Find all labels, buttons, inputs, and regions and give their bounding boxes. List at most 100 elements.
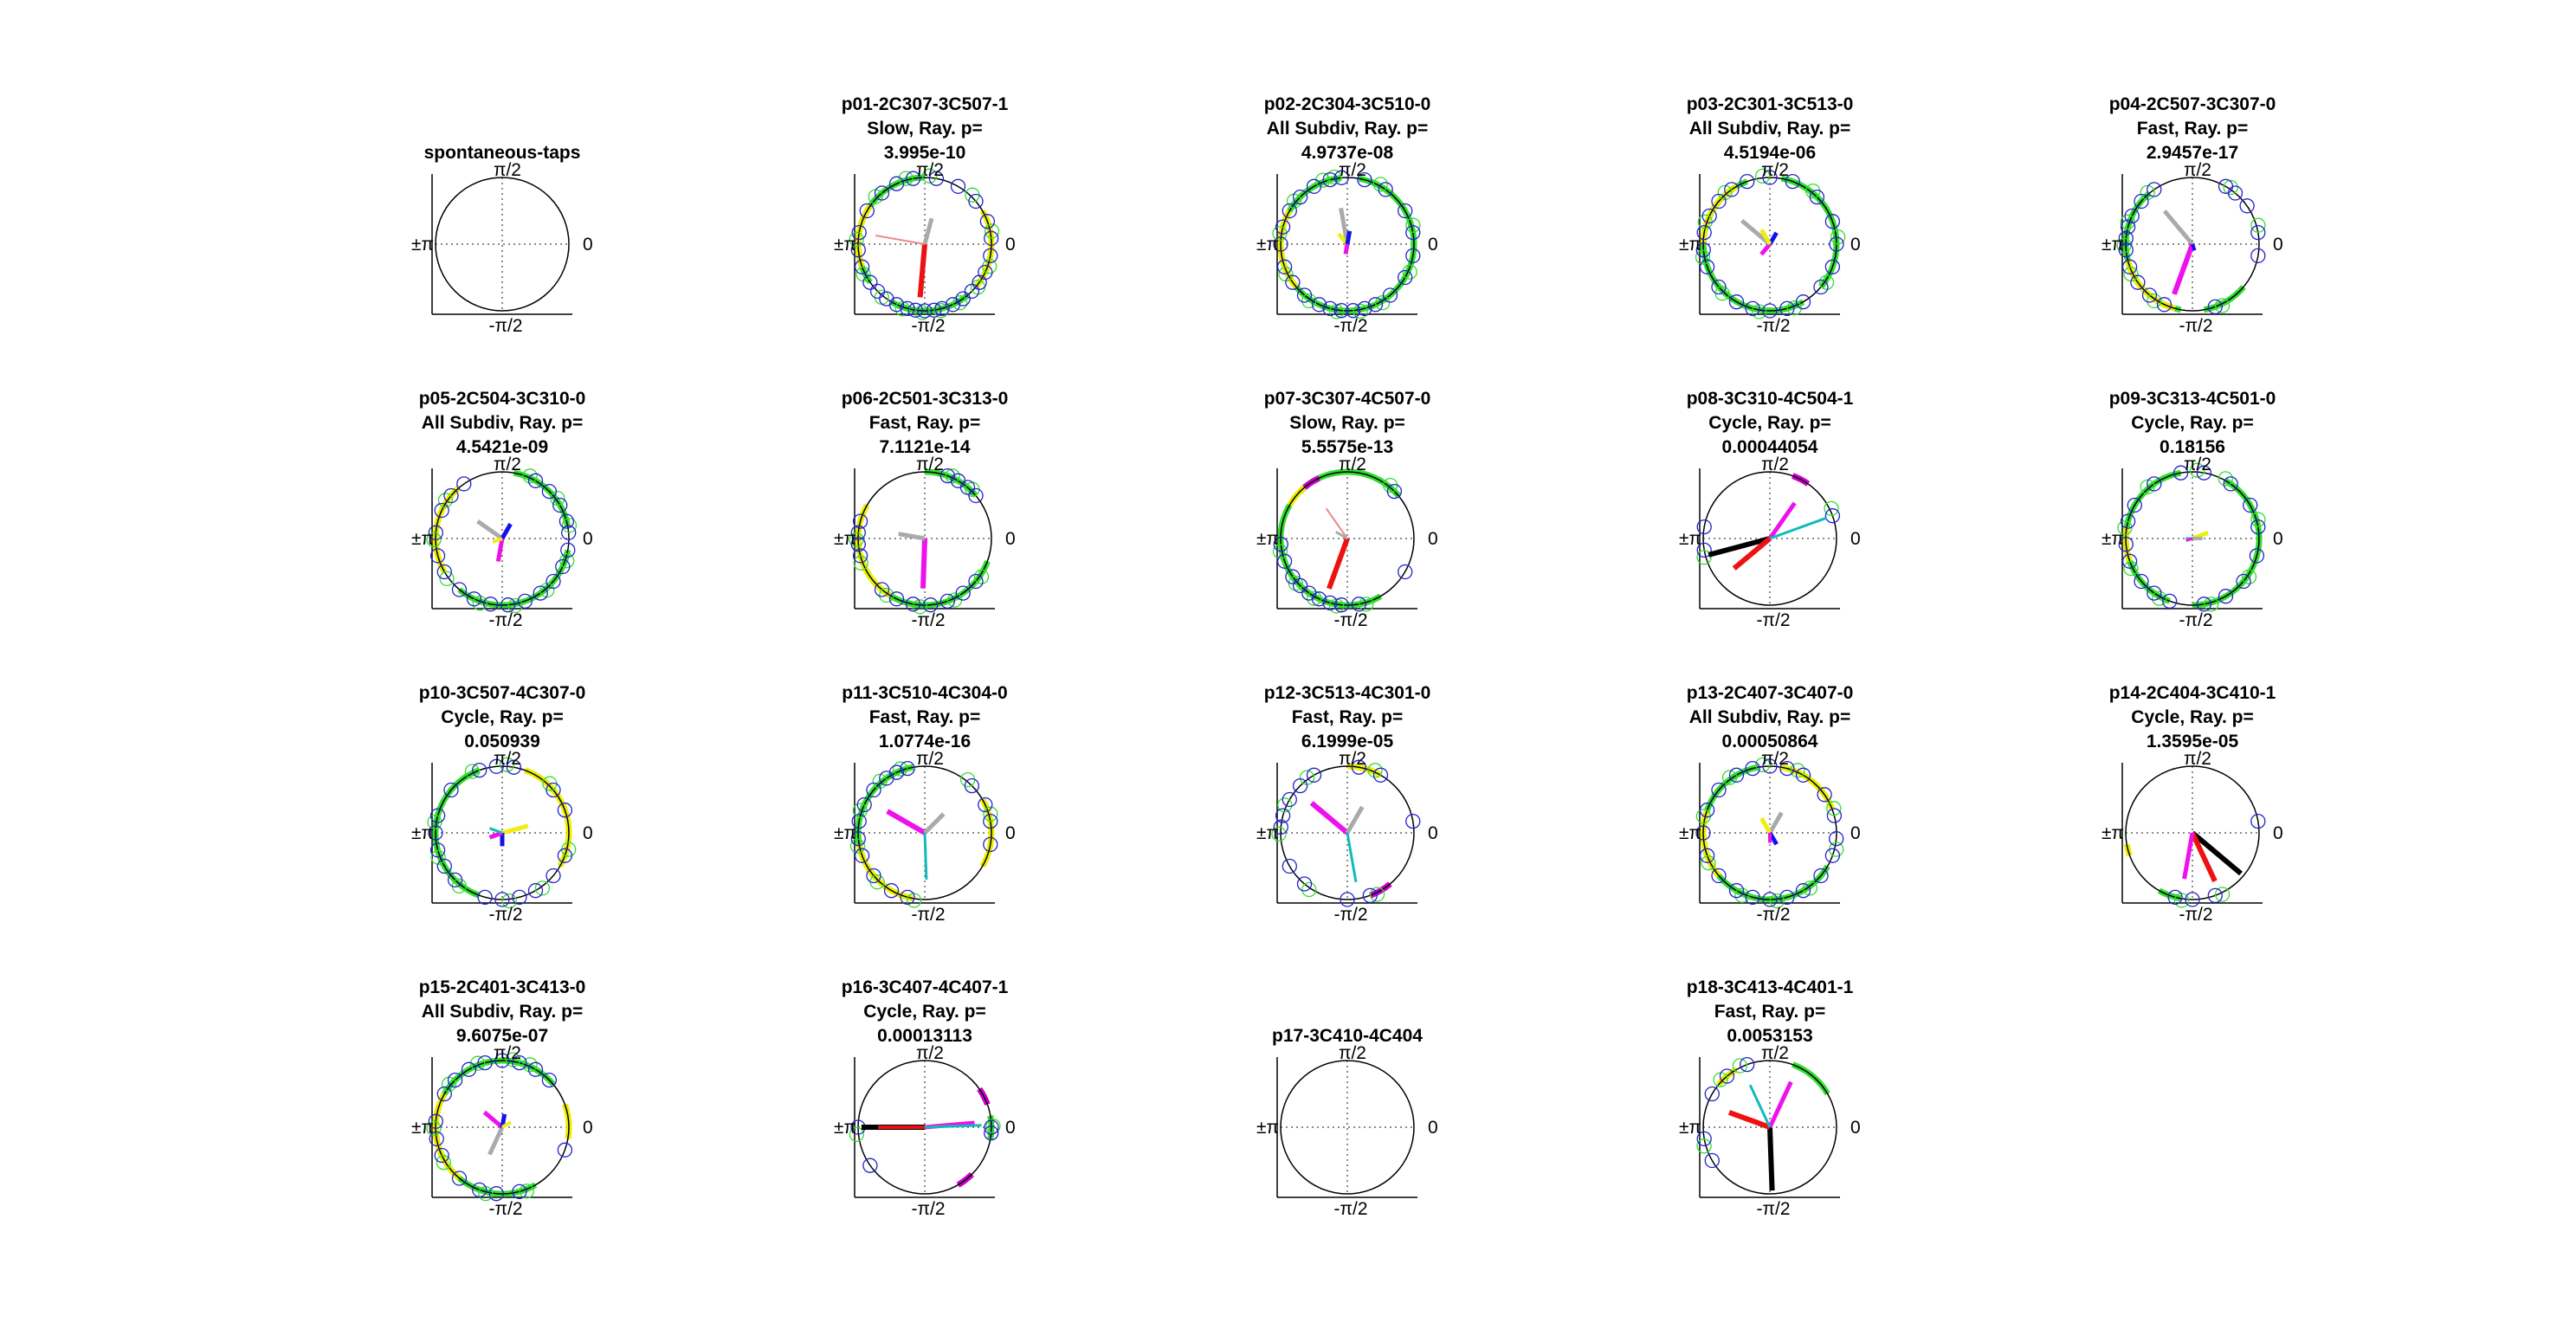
phase-marker (557, 803, 573, 818)
phase-marker (2236, 573, 2251, 590)
phase-marker-secondary (2117, 519, 2133, 536)
phase-marker (1711, 279, 1727, 295)
phase-marker (1357, 171, 1372, 188)
phase-marker (850, 831, 866, 847)
phase-marker (928, 171, 945, 186)
phase-marker (984, 1119, 999, 1135)
phase-marker-secondary (1328, 304, 1345, 319)
panel-title-line: p01-2C307-3C507-1 (842, 94, 1009, 114)
tick-label-bottom: -π/2 (2179, 905, 2213, 925)
tick-label-left: ±π (411, 823, 434, 843)
tick-label-top: π/2 (916, 1043, 944, 1063)
phase-marker (1795, 767, 1811, 783)
phase-marker-secondary (2241, 569, 2257, 584)
phase-marker (477, 1054, 493, 1071)
phase-marker (1285, 274, 1301, 290)
phase-marker (900, 760, 915, 777)
panel-title-line: p18-3C413-4C401-1 (1687, 977, 1854, 997)
panel-title-line: All Subdiv, Ray. p= (1689, 119, 1851, 139)
phase-marker (1386, 483, 1403, 500)
phase-marker (443, 782, 459, 798)
mean-vector (2191, 243, 2197, 251)
phase-marker (1824, 259, 1841, 274)
phase-marker (506, 759, 522, 775)
panel-title-line: All Subdiv, Ray. p= (422, 413, 584, 433)
phase-marker (1826, 808, 1843, 823)
unit-circle (435, 471, 570, 606)
phase-marker (1745, 889, 1760, 906)
tick-label-top: π/2 (1761, 160, 1789, 180)
tick-label-right: 0 (1428, 235, 1438, 255)
phase-marker (1795, 883, 1811, 899)
phase-marker-secondary (427, 814, 442, 830)
mean-vector (1767, 1126, 1775, 1191)
phase-arc (855, 174, 926, 285)
phase-marker (1292, 577, 1308, 594)
phase-marker (1817, 787, 1832, 803)
phase-marker (852, 513, 868, 529)
phase-marker (1372, 767, 1389, 783)
mean-vector (487, 1125, 505, 1156)
tick-label-right: 0 (1850, 1118, 1861, 1138)
tick-label-top: π/2 (2184, 455, 2211, 474)
phase-marker (939, 593, 955, 609)
phase-marker (527, 1061, 544, 1077)
phase-marker (850, 242, 866, 258)
phase-marker (1711, 867, 1727, 884)
phase-marker (2134, 193, 2149, 210)
phase-marker (2196, 465, 2212, 480)
phase-marker (979, 214, 996, 229)
phase-marker (1813, 867, 1829, 884)
phase-marker (1829, 831, 1844, 847)
phase-marker (1762, 303, 1778, 319)
phase-marker (1696, 519, 1712, 535)
phase-marker (2172, 465, 2189, 480)
panel-title-line: p09-3C313-4C501-0 (2109, 389, 2276, 409)
phase-marker (2249, 548, 2265, 564)
tick-label-bottom: -π/2 (912, 610, 946, 630)
phase-marker (1275, 219, 1291, 235)
phase-marker (959, 480, 976, 495)
phase-marker (907, 302, 923, 318)
phase-marker (1813, 279, 1829, 295)
panel-title-line: p14-2C404-3C410-1 (2109, 683, 2276, 703)
phase-marker (900, 300, 915, 317)
mean-vector (917, 243, 927, 298)
mean-vector (1769, 516, 1827, 540)
phase-marker (1740, 173, 1755, 190)
phase-marker (859, 203, 875, 219)
unit-circle (857, 765, 992, 900)
phase-marker (546, 782, 561, 798)
phase-marker (1745, 760, 1760, 777)
phase-marker-secondary (2140, 479, 2155, 495)
panel-title-line: 7.1121e-14 (879, 437, 970, 457)
phase-marker (926, 302, 942, 318)
phase-marker (869, 283, 886, 300)
phase-marker-secondary (1721, 770, 1738, 785)
phase-marker-secondary (2218, 471, 2233, 487)
phase-marker (879, 771, 894, 786)
phase-marker-secondary (1790, 763, 1805, 778)
phase-marker (434, 1147, 449, 1164)
phase-marker (2250, 519, 2266, 535)
phase-marker (850, 537, 866, 552)
phase-marker-secondary (426, 1120, 442, 1137)
phase-marker (854, 848, 870, 863)
phase-marker (1333, 597, 1349, 613)
tick-label-top: π/2 (916, 455, 944, 474)
phase-marker-secondary (849, 1126, 865, 1142)
phase-marker-secondary (2173, 893, 2190, 908)
phase-marker (1340, 892, 1355, 907)
mean-vector (1748, 1084, 1772, 1128)
unit-circle (857, 177, 992, 312)
phase-marker (983, 813, 998, 829)
phase-marker (456, 476, 472, 492)
tick-label-left: ±π (2101, 823, 2124, 843)
phase-marker (557, 848, 573, 863)
phase-marker (964, 777, 980, 794)
phase-marker (1711, 193, 1727, 210)
phase-marker (466, 591, 482, 607)
phase-marker (1405, 224, 1421, 241)
phase-marker (472, 1182, 487, 1198)
